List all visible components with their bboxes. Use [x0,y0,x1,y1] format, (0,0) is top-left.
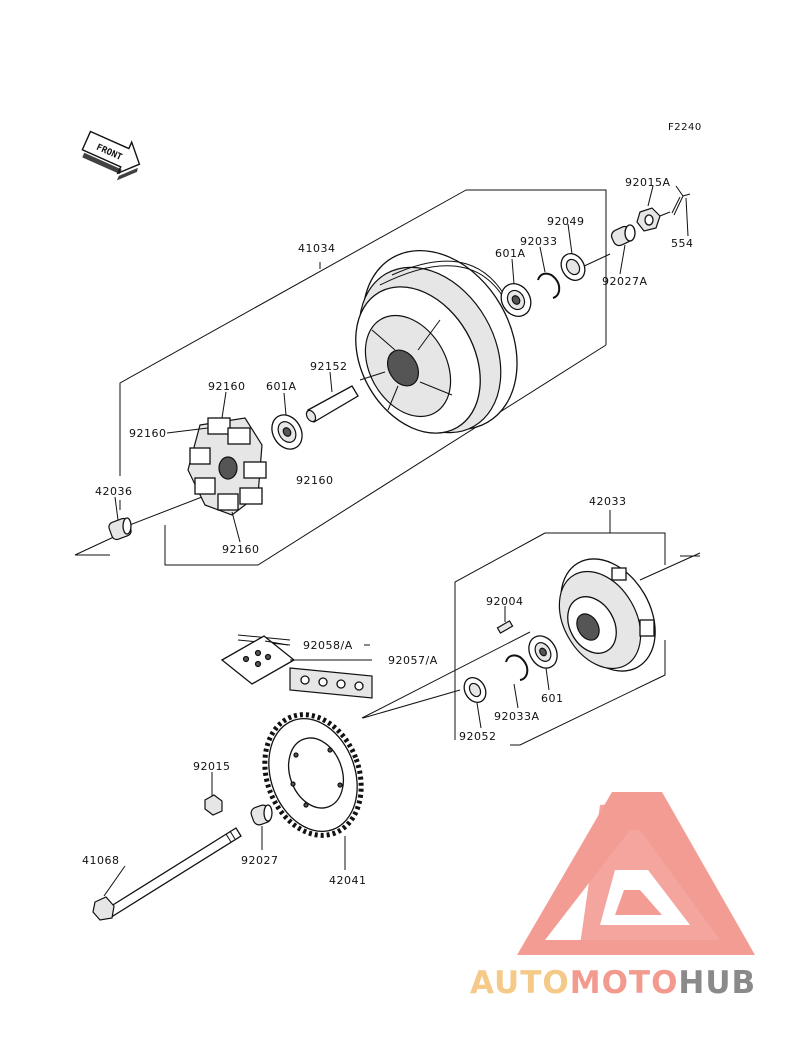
nut-92015a [636,207,661,232]
part-label-41034: 41034 [298,242,336,255]
part-label-92160-1: 92160 [208,380,246,393]
watermark-auto: AUTO [470,965,570,1001]
chain-links [220,634,373,699]
part-labels: F2240 41034 92015A 554 92049 92033 601A … [82,122,702,887]
part-label-601a-mid: 601A [266,380,297,393]
collar-42036 [108,517,132,541]
collar-92027 [250,804,273,826]
ref-code: F2240 [668,122,702,133]
part-label-42036: 42036 [95,485,133,498]
seal-92052 [463,677,487,703]
part-label-92027: 92027 [241,854,279,867]
bearing-601 [528,635,558,669]
bearing-601a-mid [271,414,303,450]
part-label-42041: 42041 [329,874,367,887]
svg-text:AUTOMOTOHUB: AUTOMOTOHUB [470,965,756,1001]
front-arrow-icon: FRONT [81,130,141,181]
bottom-axle-line [361,552,701,719]
part-label-92027a: 92027A [602,275,648,288]
part-label-601: 601 [541,692,564,705]
part-label-92058a: 92058/A [303,639,353,652]
part-label-92160-4: 92160 [222,543,260,556]
part-label-554: 554 [671,237,694,250]
stud-92004 [496,620,514,634]
part-label-92052: 92052 [459,730,497,743]
wheel-hub [355,249,518,434]
part-label-92033-top: 92033 [520,235,558,248]
part-label-92049: 92049 [547,215,585,228]
hub-group-outline [119,189,607,566]
sprocket-hub-outline [454,510,666,746]
axle-41068 [92,827,242,921]
cotter-pin-554 [671,185,691,216]
part-label-92057a: 92057/A [388,654,438,667]
part-label-92033a: 92033A [494,710,540,723]
sprocket-coupling [558,558,656,672]
part-label-92015a: 92015A [625,176,671,189]
oil-seal-92049 [560,253,586,281]
part-label-41068: 41068 [82,854,120,867]
watermark-moto: MOTO [570,965,679,1001]
part-label-92160-3: 92160 [296,474,334,487]
circlip-92033a [505,654,529,681]
watermark-logo [517,792,755,955]
leader-lines [103,185,689,897]
watermark-hub: HUB [678,965,756,1001]
part-label-92015: 92015 [193,760,231,773]
pipe-92152 [305,385,359,423]
damper-rubbers [187,417,267,516]
circlip-92033 [537,272,561,299]
sprocket-42041 [262,712,364,838]
nut-92015 [204,794,223,816]
part-label-92004: 92004 [486,595,524,608]
part-label-42033: 42033 [589,495,627,508]
bearing-601a-top [500,283,532,317]
watermark-text: AUTOMOTOHUB [470,965,756,1001]
part-label-92152: 92152 [310,360,348,373]
collar-92027a [610,224,636,247]
part-label-92160-2: 92160 [129,427,167,440]
part-label-601a-top: 601A [495,247,526,260]
